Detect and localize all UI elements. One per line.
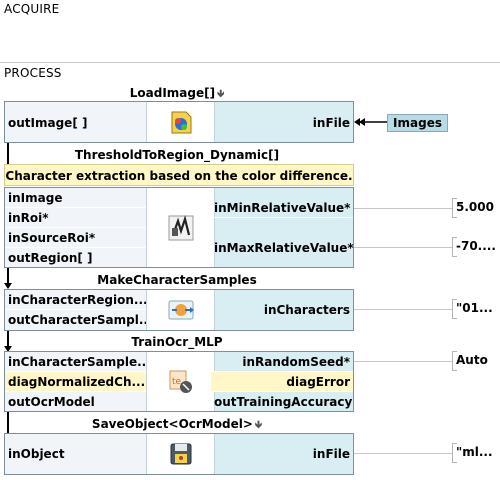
train-ocr-icon-area: te — [146, 352, 215, 411]
threshold-comment: Character extraction based on the color … — [4, 164, 354, 186]
port-inroi[interactable]: inRoi* — [5, 208, 146, 228]
value-connector — [354, 361, 452, 362]
port-outocrmodel[interactable]: outOcrModel — [8, 395, 95, 409]
load-image-block[interactable]: outImage[ ] inFile — [4, 101, 354, 143]
train-ocr-title[interactable]: TrainOcr_MLP — [131, 335, 223, 349]
value-bracket — [452, 299, 457, 319]
port-infile[interactable]: inFile — [312, 447, 350, 461]
flow-arrow-icon — [4, 346, 12, 352]
load-image-icon — [171, 111, 191, 134]
value-connector — [354, 453, 452, 454]
right-port-column — [211, 188, 353, 267]
value-connector — [354, 309, 452, 310]
port-inminrelativevalue[interactable]: inMinRelativeValue* — [211, 198, 353, 218]
right-port-column — [211, 102, 353, 142]
port-outimage[interactable]: outImage[ ] — [8, 116, 88, 130]
left-port-column — [5, 434, 146, 474]
make-samples-title[interactable]: MakeCharacterSamples — [97, 273, 257, 287]
port-outregion[interactable]: outRegion[ ] — [8, 251, 93, 265]
value-inminrelativevalue[interactable]: 5.000 — [456, 200, 494, 214]
images-link-arrow — [354, 118, 388, 126]
save-object-block[interactable]: inObject inFile — [4, 433, 354, 475]
value-bracket — [452, 351, 457, 371]
make-samples-block[interactable]: inCharacterRegion... outCharacterSampl..… — [4, 289, 354, 331]
value-bracket — [452, 443, 457, 463]
port-inobject[interactable]: inObject — [8, 447, 65, 461]
flow-arrow-icon — [4, 283, 12, 289]
save-object-icon-area — [146, 434, 215, 474]
value-connector — [354, 247, 452, 248]
right-port-column — [211, 290, 353, 330]
flow-connector — [7, 412, 9, 435]
section-divider — [0, 62, 500, 63]
process-section-label: PROCESS — [4, 66, 62, 80]
port-outcharactersamples[interactable]: outCharacterSampl... — [8, 313, 146, 327]
port-incharactersamples[interactable]: inCharacterSample... — [5, 352, 146, 372]
port-incharacterregions[interactable]: inCharacterRegion... — [5, 290, 146, 310]
threshold-title[interactable]: ThresholdToRegion_Dynamic[] — [74, 148, 280, 162]
save-icon — [170, 443, 191, 465]
save-object-title-text: SaveObject<OcrModel> — [91, 417, 253, 431]
svg-text:te: te — [172, 377, 182, 387]
value-inrandomseed[interactable]: Auto — [456, 353, 488, 367]
port-inmaxrelativevalue[interactable]: inMaxRelativeValue* — [214, 241, 353, 255]
acquire-section-label: ACQUIRE — [4, 2, 60, 16]
load-image-title-text: LoadImage[] — [129, 86, 216, 100]
right-port-column — [211, 434, 353, 474]
left-port-column — [5, 102, 146, 142]
port-outtrainingaccuracy[interactable]: outTrainingAccuracy — [214, 395, 353, 409]
value-connector — [354, 208, 452, 209]
load-image-title[interactable]: LoadImage[]🡻 — [0, 86, 354, 104]
value-bracket — [452, 198, 457, 218]
port-infile[interactable]: inFile — [312, 116, 350, 130]
port-diagerror[interactable]: diagError — [211, 372, 353, 392]
value-inmaxrelativevalue[interactable]: -70.... — [456, 239, 496, 253]
port-insourceroi[interactable]: inSourceRoi* — [5, 228, 146, 248]
threshold-block[interactable]: inImage inRoi* inSourceRoi* outRegion[ ]… — [4, 187, 354, 268]
value-infile[interactable]: "ml... — [456, 445, 493, 459]
left-port-column — [5, 290, 146, 330]
images-source-button[interactable]: Images — [387, 114, 448, 132]
down-arrow-icon: 🡻 — [254, 420, 263, 431]
flow-connector — [7, 143, 9, 178]
load-image-icon-area — [146, 102, 215, 142]
threshold-icon-area — [146, 188, 215, 267]
down-arrow-icon: 🡻 — [217, 89, 225, 100]
value-incharacters[interactable]: "01... — [456, 301, 493, 315]
threshold-icon — [168, 214, 193, 240]
port-diagnormalizedcharacters[interactable]: diagNormalizedCh... — [5, 372, 146, 392]
port-inimage[interactable]: inImage — [5, 188, 146, 208]
train-ocr-icon: te — [169, 370, 192, 393]
character-samples-icon — [168, 300, 194, 320]
make-samples-icon-area — [146, 290, 215, 330]
flow-connector — [7, 331, 9, 347]
value-bracket — [452, 237, 457, 257]
save-object-title[interactable]: SaveObject<OcrModel>🡻 — [0, 417, 354, 435]
train-ocr-block[interactable]: te inCharacterSample... diagNormalizedCh… — [4, 351, 354, 412]
port-inrandomseed[interactable]: inRandomSeed* — [211, 352, 353, 372]
flow-connector — [7, 268, 9, 284]
port-incharacters[interactable]: inCharacters — [263, 303, 350, 317]
